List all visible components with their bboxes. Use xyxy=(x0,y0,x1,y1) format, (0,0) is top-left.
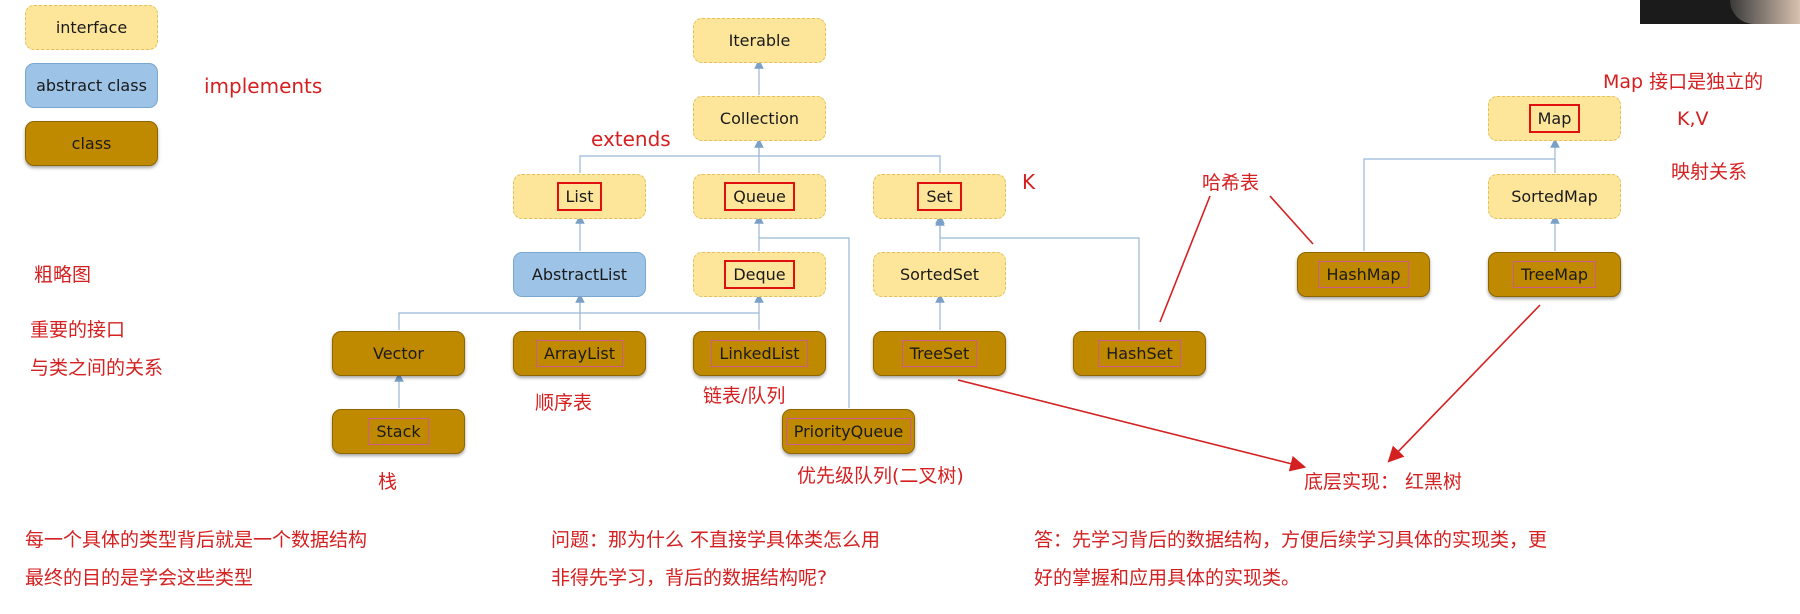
node-stack: Stack xyxy=(332,409,465,454)
node-sortedset: SortedSet xyxy=(873,252,1006,297)
edge-priorityqueue-queue xyxy=(759,237,850,408)
legend-class: class xyxy=(25,121,158,166)
node-treemap: TreeMap xyxy=(1488,252,1621,297)
bottom-mid-line2: 非得先学习，背后的数据结构呢? xyxy=(551,567,828,589)
annotation-arrow-treeset-rbtree xyxy=(957,379,1307,472)
bottom-right-line2: 好的掌握和应用具体的实现类。 xyxy=(1034,567,1301,589)
annotation-mapping: 映射关系 xyxy=(1671,161,1748,183)
bottom-mid-line1: 问题：那为什么 不直接学具体类怎么用 xyxy=(551,529,881,551)
annotation-important-interfaces: 重要的接口 xyxy=(30,319,126,341)
annotation-arrow-hash-hashset xyxy=(1159,195,1211,323)
node-abstractlist: AbstractList xyxy=(513,252,646,297)
annotation-extends: extends xyxy=(591,127,671,151)
node-queue: Queue xyxy=(693,174,826,219)
legend-abstract-class: abstract class xyxy=(25,63,158,108)
annotation-stack: 栈 xyxy=(378,471,398,493)
annotation-k: K xyxy=(1022,170,1036,194)
node-linkedlist: LinkedList xyxy=(693,331,826,376)
annotation-linked-list-queue: 链表/队列 xyxy=(703,385,786,407)
node-list: List xyxy=(513,174,646,219)
annotation-rough-diagram: 粗略图 xyxy=(34,264,92,286)
edge-hashset-set xyxy=(940,237,1140,330)
node-deque: Deque xyxy=(693,252,826,297)
annotation-arrow-hash-hashmap xyxy=(1269,195,1314,245)
node-set: Set xyxy=(873,174,1006,219)
annotation-relation-with-classes: 与类之间的关系 xyxy=(30,357,164,379)
annotation-red-black-tree: 底层实现： 红黑树 xyxy=(1304,471,1463,493)
bottom-right-line1: 答：先学习背后的数据结构，方便后续学习具体的实现类，更 xyxy=(1034,529,1548,551)
node-collection: Collection xyxy=(693,96,826,141)
annotation-implements: implements xyxy=(204,74,323,98)
node-iterable: Iterable xyxy=(693,18,826,63)
node-map: Map xyxy=(1488,96,1621,141)
bottom-left-line2: 最终的目的是学会这些类型 xyxy=(25,567,254,589)
bottom-left-line1: 每一个具体的类型背后就是一个数据结构 xyxy=(25,529,368,551)
node-priorityqueue: PriorityQueue xyxy=(782,409,915,454)
legend-interface-label: interface xyxy=(55,18,128,37)
node-hashset: HashSet xyxy=(1073,331,1206,376)
edge-lists-abstractlist xyxy=(398,297,760,330)
annotation-arrow-treemap-rbtree xyxy=(1387,304,1541,463)
legend-interface: interface xyxy=(25,5,158,50)
annotation-priority-queue: 优先级队列(二叉树) xyxy=(797,465,964,487)
legend-abstract-class-label: abstract class xyxy=(36,76,147,95)
node-vector: Vector xyxy=(332,331,465,376)
node-arraylist: ArrayList xyxy=(513,331,646,376)
edge-hashmap-map xyxy=(1363,158,1555,251)
webcam-overlay xyxy=(1640,0,1800,24)
annotation-kv: K,V xyxy=(1677,108,1709,130)
node-hashmap: HashMap xyxy=(1297,252,1430,297)
node-sortedmap: SortedMap xyxy=(1488,174,1621,219)
annotation-hash-table: 哈希表 xyxy=(1202,172,1260,194)
legend-class-label: class xyxy=(71,134,112,153)
node-treeset: TreeSet xyxy=(873,331,1006,376)
annotation-sequential-list: 顺序表 xyxy=(535,392,593,414)
annotation-map-independent: Map 接口是独立的 xyxy=(1603,71,1764,93)
